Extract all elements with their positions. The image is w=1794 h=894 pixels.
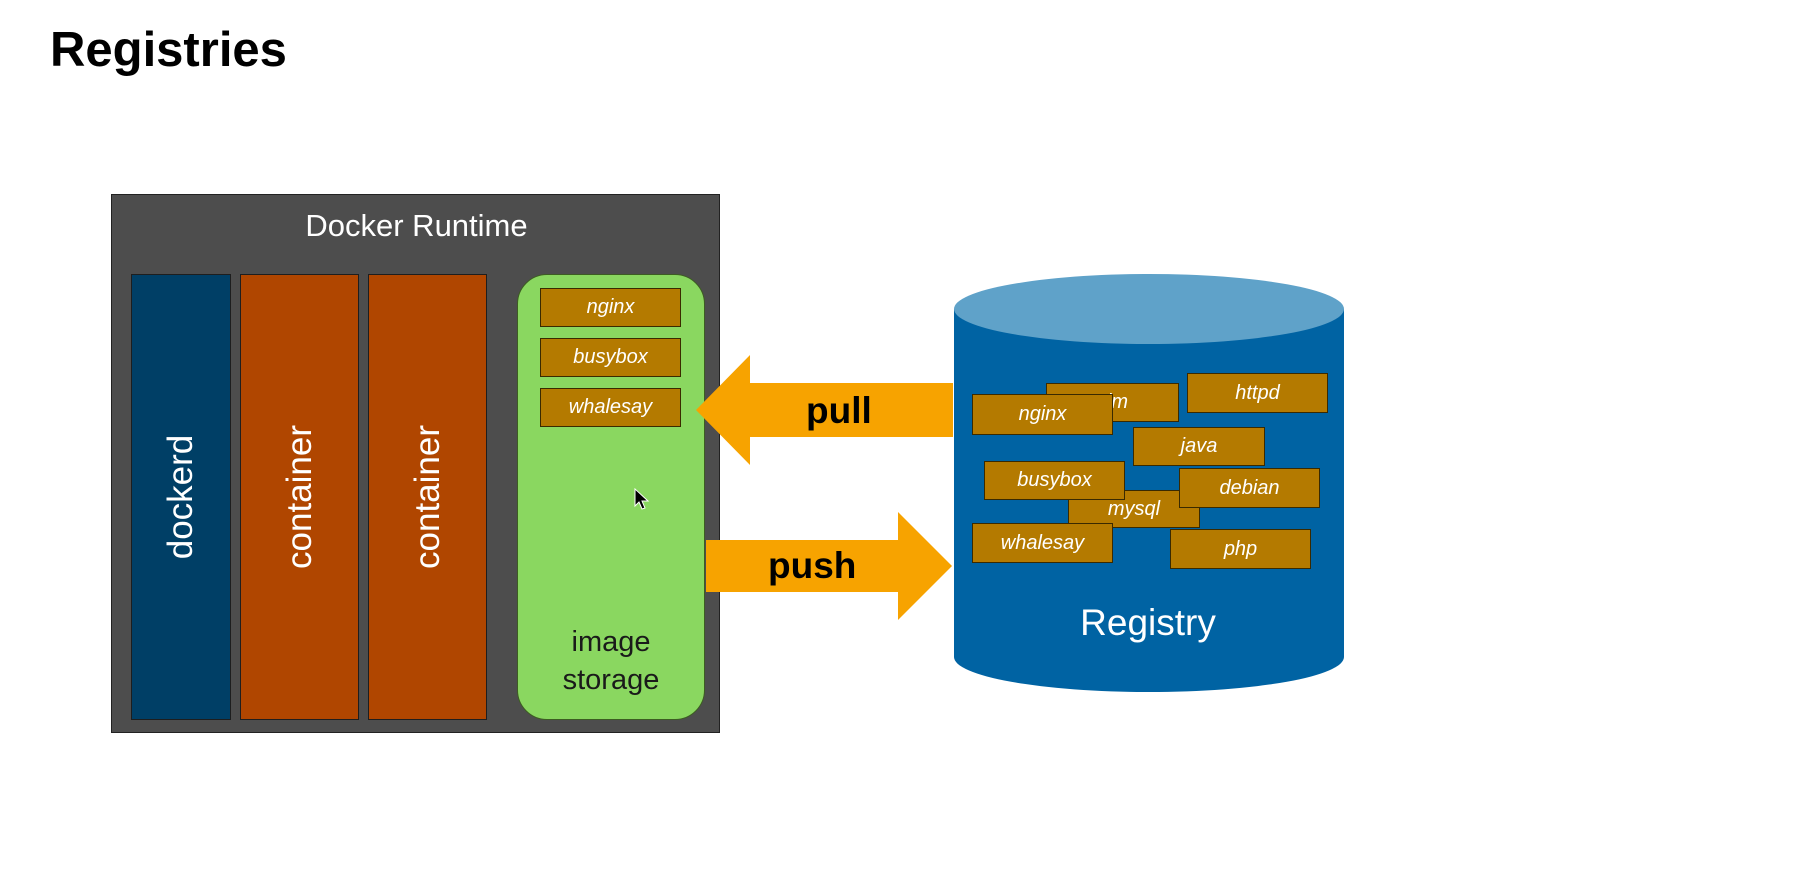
image-storage-label-line: storage [562,664,660,696]
slide-title: Registries [50,23,287,77]
container-column: container [368,274,487,720]
mouse-cursor-icon [634,488,650,510]
registry-image-chip: whalesay [972,523,1113,563]
pull-arrow [696,355,953,465]
image-storage-label: image storage [518,623,704,699]
storage-image-chip: nginx [540,288,681,327]
registry-image-chip: nginx [972,394,1113,435]
image-storage-label-line: image [571,626,651,658]
image-storage: nginx busybox whalesay image storage [517,274,705,720]
container-column: container [240,274,359,720]
registry-image-chip: httpd [1187,373,1328,413]
registry-label: Registry [1080,602,1216,643]
registry-image-chip: busybox [984,461,1125,500]
push-arrow [706,512,952,620]
pull-label: pull [806,390,872,431]
registry-cylinder-top [954,274,1344,344]
storage-image-chip: busybox [540,338,681,377]
docker-runtime-box: Docker Runtime dockerd container contain… [111,194,720,733]
dockerd-column: dockerd [131,274,231,720]
registry-image-chip: php [1170,529,1311,569]
registry-image-chip: java [1133,427,1265,466]
storage-image-chip: whalesay [540,388,681,427]
registry-image-chip: debian [1179,468,1320,508]
docker-runtime-title: Docker Runtime [305,208,528,243]
push-label: push [768,545,857,586]
